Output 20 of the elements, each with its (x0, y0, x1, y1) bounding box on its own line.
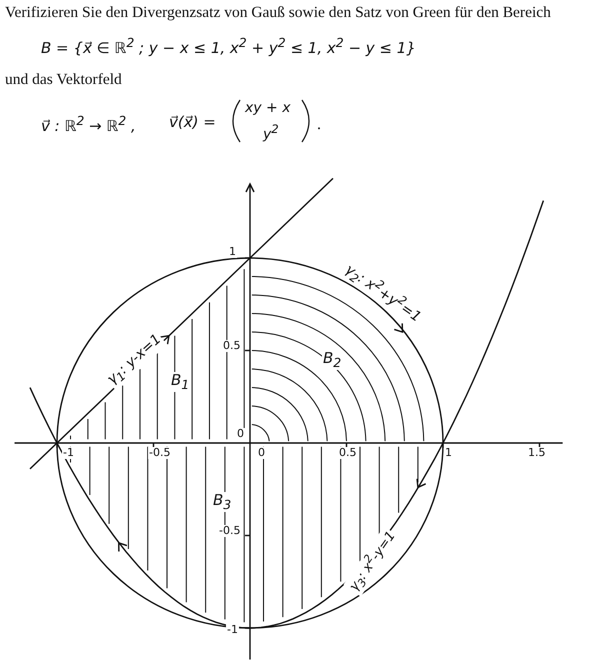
tick-label: 0.5 (338, 447, 358, 460)
region-label: B$_{3}$ (212, 492, 232, 512)
tick-label: -0.5 (218, 525, 242, 538)
tick-label: -0.5 (148, 447, 172, 460)
region-label: B$_{1}$ (170, 372, 190, 392)
tick-label: 1 (228, 246, 237, 258)
matrix-entry: xy + x (244, 101, 292, 116)
instruction-text: Verifizieren Sie den Divergenzsatz von Gauß sowie den Satz von Green für den Bereich (4, 4, 552, 22)
set-formula: B = {x⃗ ∈ ℝ$^{2}$ ; y − x ≤ 1, x$^{2}$ + y$^{2}$ ≤ 1, x$^{2}$ − y ≤ 1} (40, 36, 417, 56)
field-formula: v⃗(x⃗) = (168, 114, 217, 130)
tick-label: 0.5 (222, 340, 242, 352)
tick-label: 0 (236, 428, 245, 440)
tick-label: 1.5 (527, 447, 546, 460)
region-label: B$_{2}$ (322, 350, 342, 370)
map-formula: v⃗ : ℝ$^{2}$ → ℝ$^{2}$ , (40, 114, 137, 134)
instruction-text: und das Vektorfeld (4, 71, 123, 88)
tick-label: 0 (257, 447, 266, 460)
tick-label: -1 (62, 447, 75, 460)
matrix-entry: y$^{2}$ (262, 123, 280, 144)
formula-period: . (316, 116, 322, 134)
